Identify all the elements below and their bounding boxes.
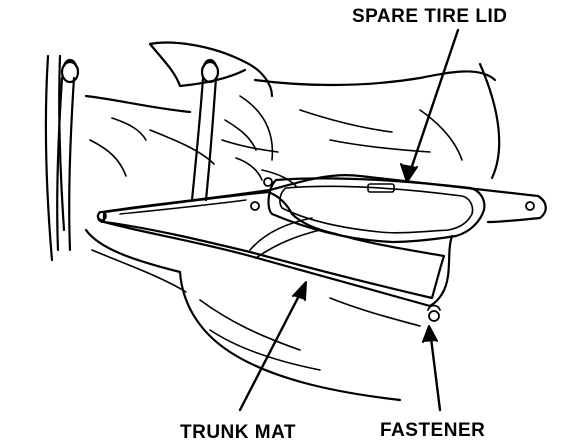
leader-arrow-trunk-mat (238, 281, 307, 412)
rear-window-frame (44, 41, 501, 262)
label-spare-tire-lid: SPARE TIRE LID (352, 6, 508, 27)
trunk-mat (102, 190, 446, 300)
label-trunk-mat: TRUNK MAT (180, 422, 297, 443)
leader-arrow-spare-tire-lid (400, 28, 460, 183)
seat-belt-right (190, 58, 220, 202)
spare-tire-lid (267, 177, 486, 244)
fastener-icons (97, 177, 535, 322)
seat-belt-left (56, 58, 80, 252)
label-fastener: FASTENER (380, 420, 486, 441)
lower-quarter-panel (91, 249, 421, 371)
trunk-floor-outline (84, 174, 547, 402)
leader-arrow-fastener (422, 325, 442, 412)
